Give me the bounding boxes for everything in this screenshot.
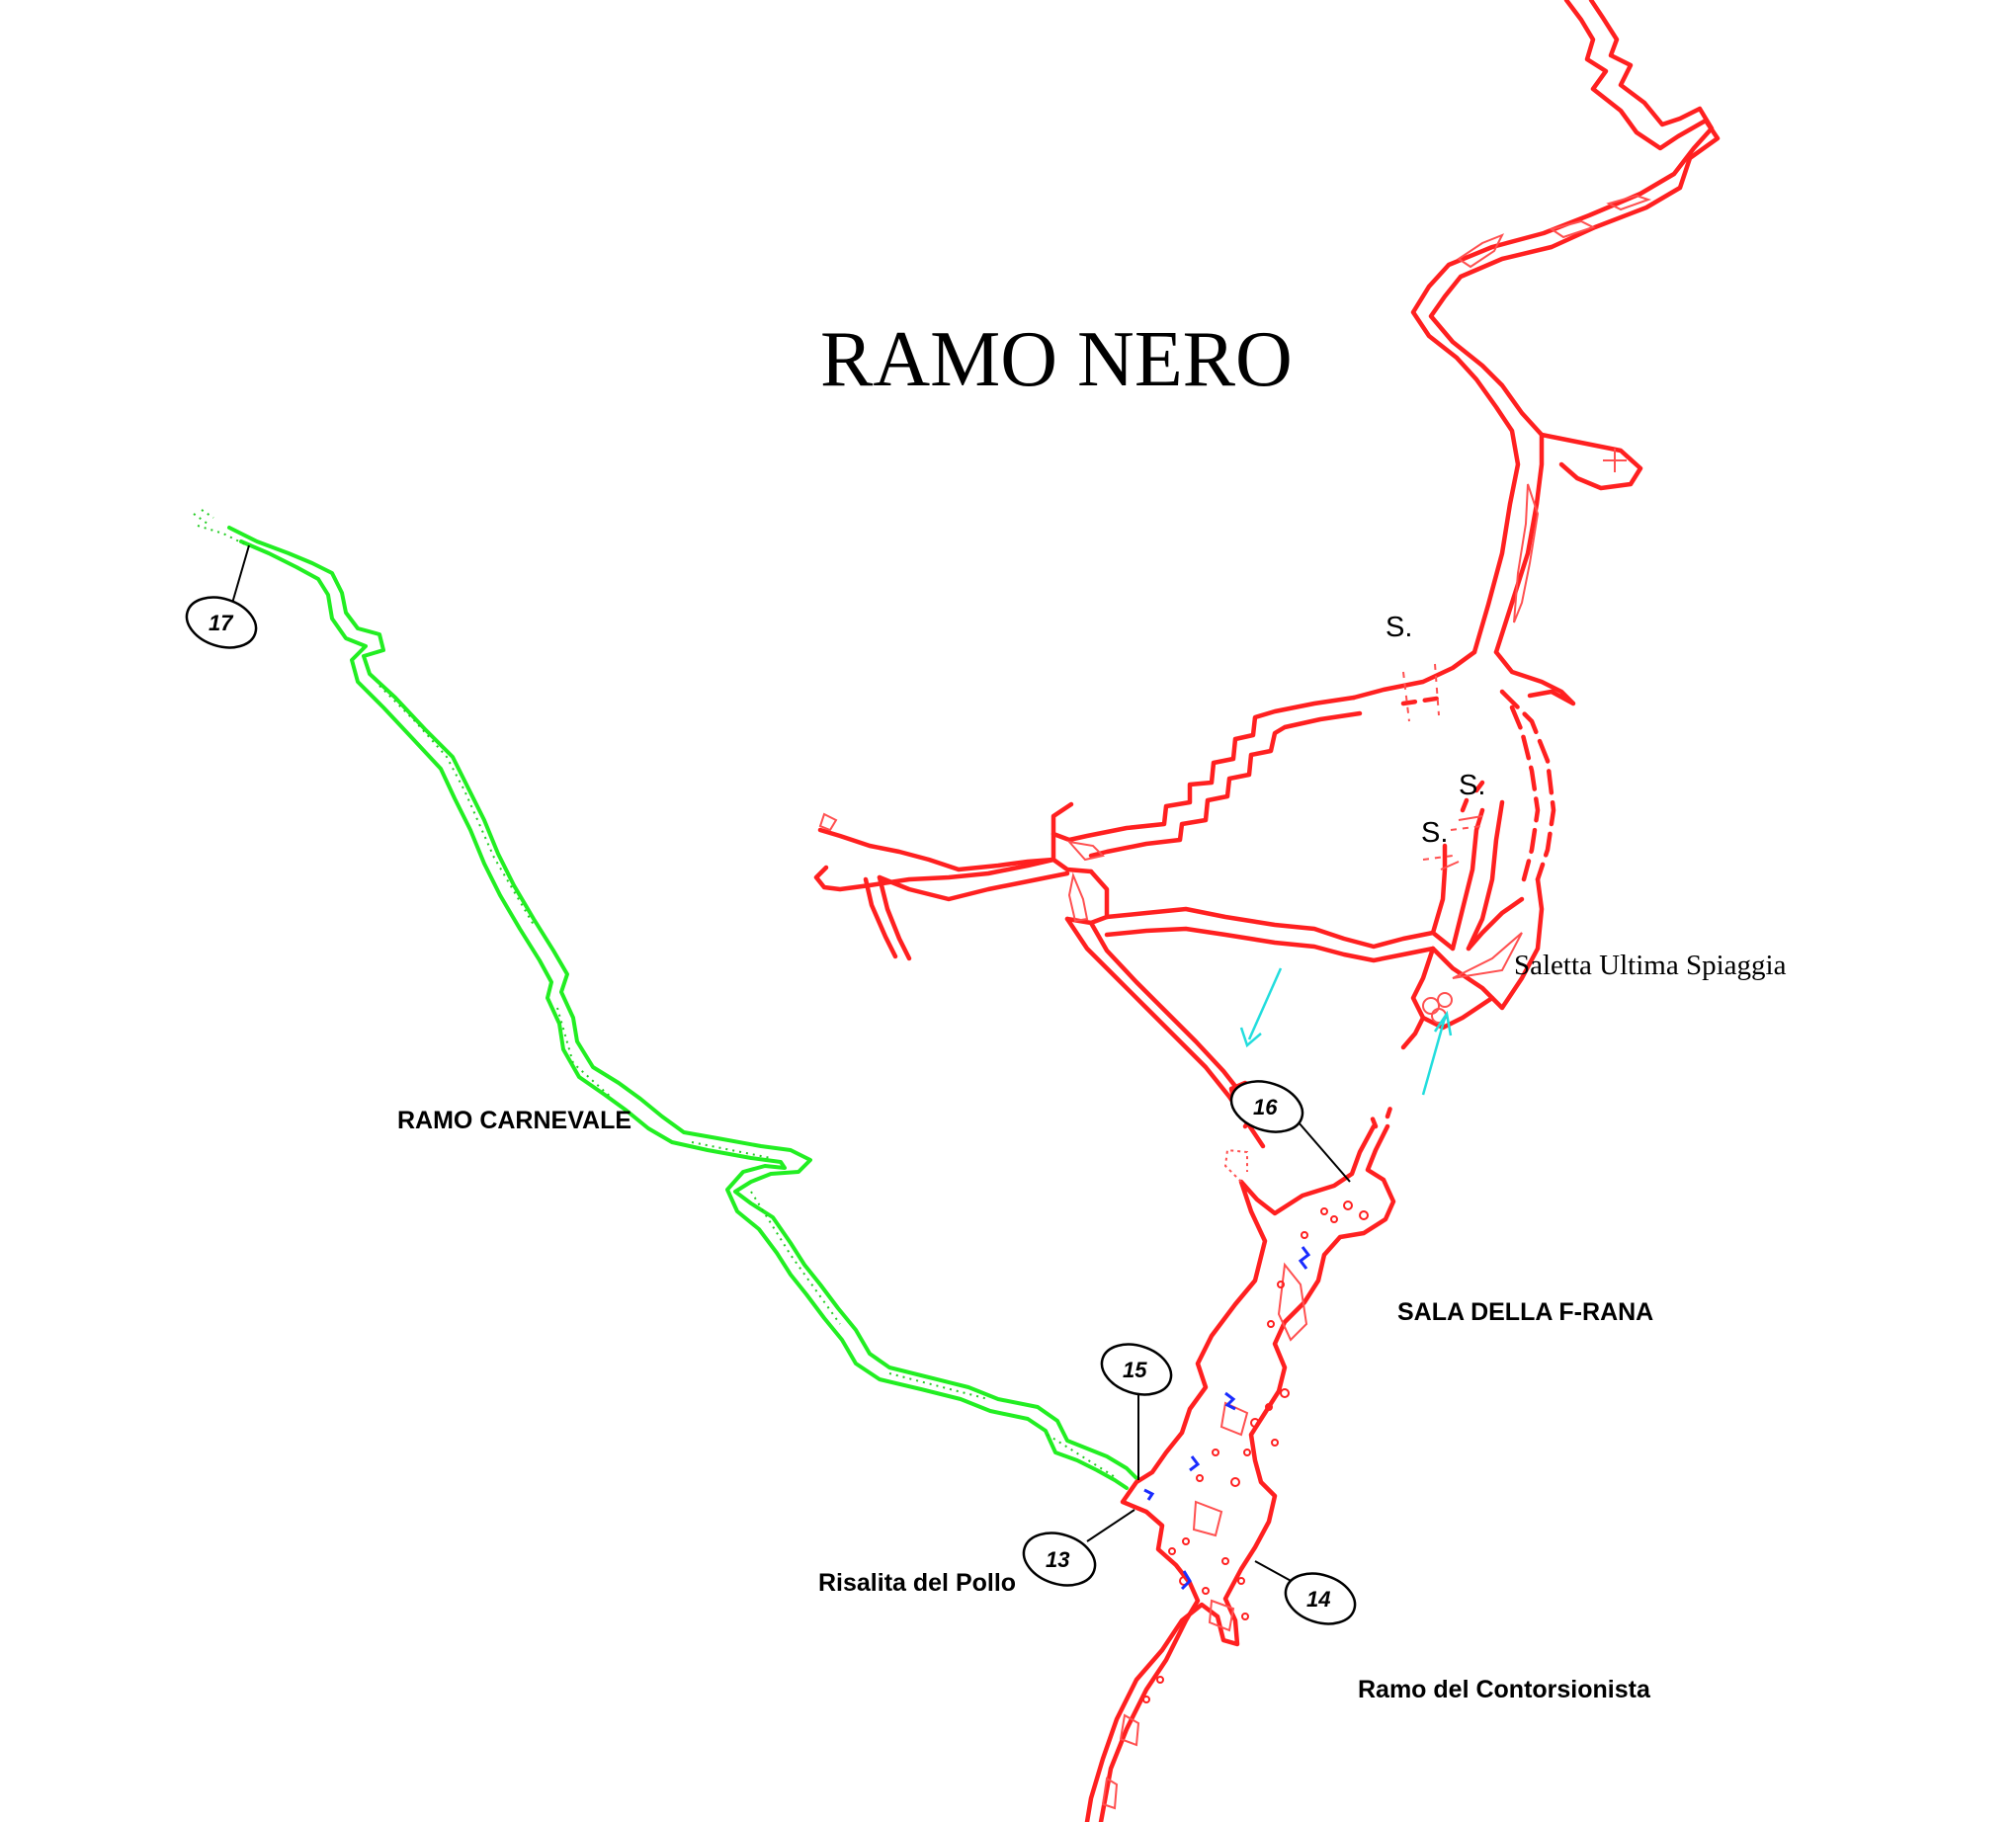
water-line-4 xyxy=(1143,1488,1155,1501)
ramo-carnevale-label: RAMO CARNEVALE xyxy=(397,1107,631,1134)
water-line-3 xyxy=(1189,1455,1201,1472)
flow-arrow-west-head xyxy=(1239,1027,1262,1048)
map-title: RAMO NERO xyxy=(820,316,1293,403)
water-line-2 xyxy=(1224,1391,1236,1411)
sump-label-2: S. xyxy=(1459,770,1485,801)
flow-arrow-east-head xyxy=(1433,1010,1453,1036)
sump-label-1: S. xyxy=(1386,612,1412,643)
sala-della-f-rana-passage xyxy=(1084,1102,1396,1822)
station-15-marker xyxy=(1100,1343,1173,1396)
flow-arrow-east xyxy=(1421,1017,1447,1096)
station-14-marker xyxy=(1284,1572,1357,1625)
water-line-1 xyxy=(1298,1246,1311,1270)
risalita-del-pollo-label: Risalita del Pollo xyxy=(818,1569,1016,1597)
station-15-label: 15 xyxy=(1123,1358,1147,1382)
ramo-carnevale-passage xyxy=(193,509,1138,1490)
ramo-del-contorsionista-label: Ramo del Contorsionista xyxy=(1358,1676,1651,1703)
station-13-label: 13 xyxy=(1046,1547,1069,1572)
station-14-label: 14 xyxy=(1306,1587,1330,1612)
sala-della-f-rana-label: SALA DELLA F-RANA xyxy=(1397,1298,1653,1326)
flow-arrow-west xyxy=(1247,967,1283,1040)
sump-label-3: S. xyxy=(1421,817,1448,849)
flow-arrows xyxy=(1239,967,1453,1096)
saletta-ultima-spiaggia-label: Saletta Ultima Spiaggia xyxy=(1514,950,1787,981)
station-17-label: 17 xyxy=(209,611,234,635)
water-line-5 xyxy=(1180,1570,1192,1591)
station-16-label: 16 xyxy=(1253,1095,1278,1119)
station-17-marker xyxy=(185,596,258,649)
survey-stations: 17 16 15 13 14 xyxy=(185,544,1357,1625)
station-16-marker xyxy=(1229,1080,1304,1133)
boulder-dots xyxy=(1142,1201,1369,1703)
station-13-marker xyxy=(1022,1532,1097,1587)
